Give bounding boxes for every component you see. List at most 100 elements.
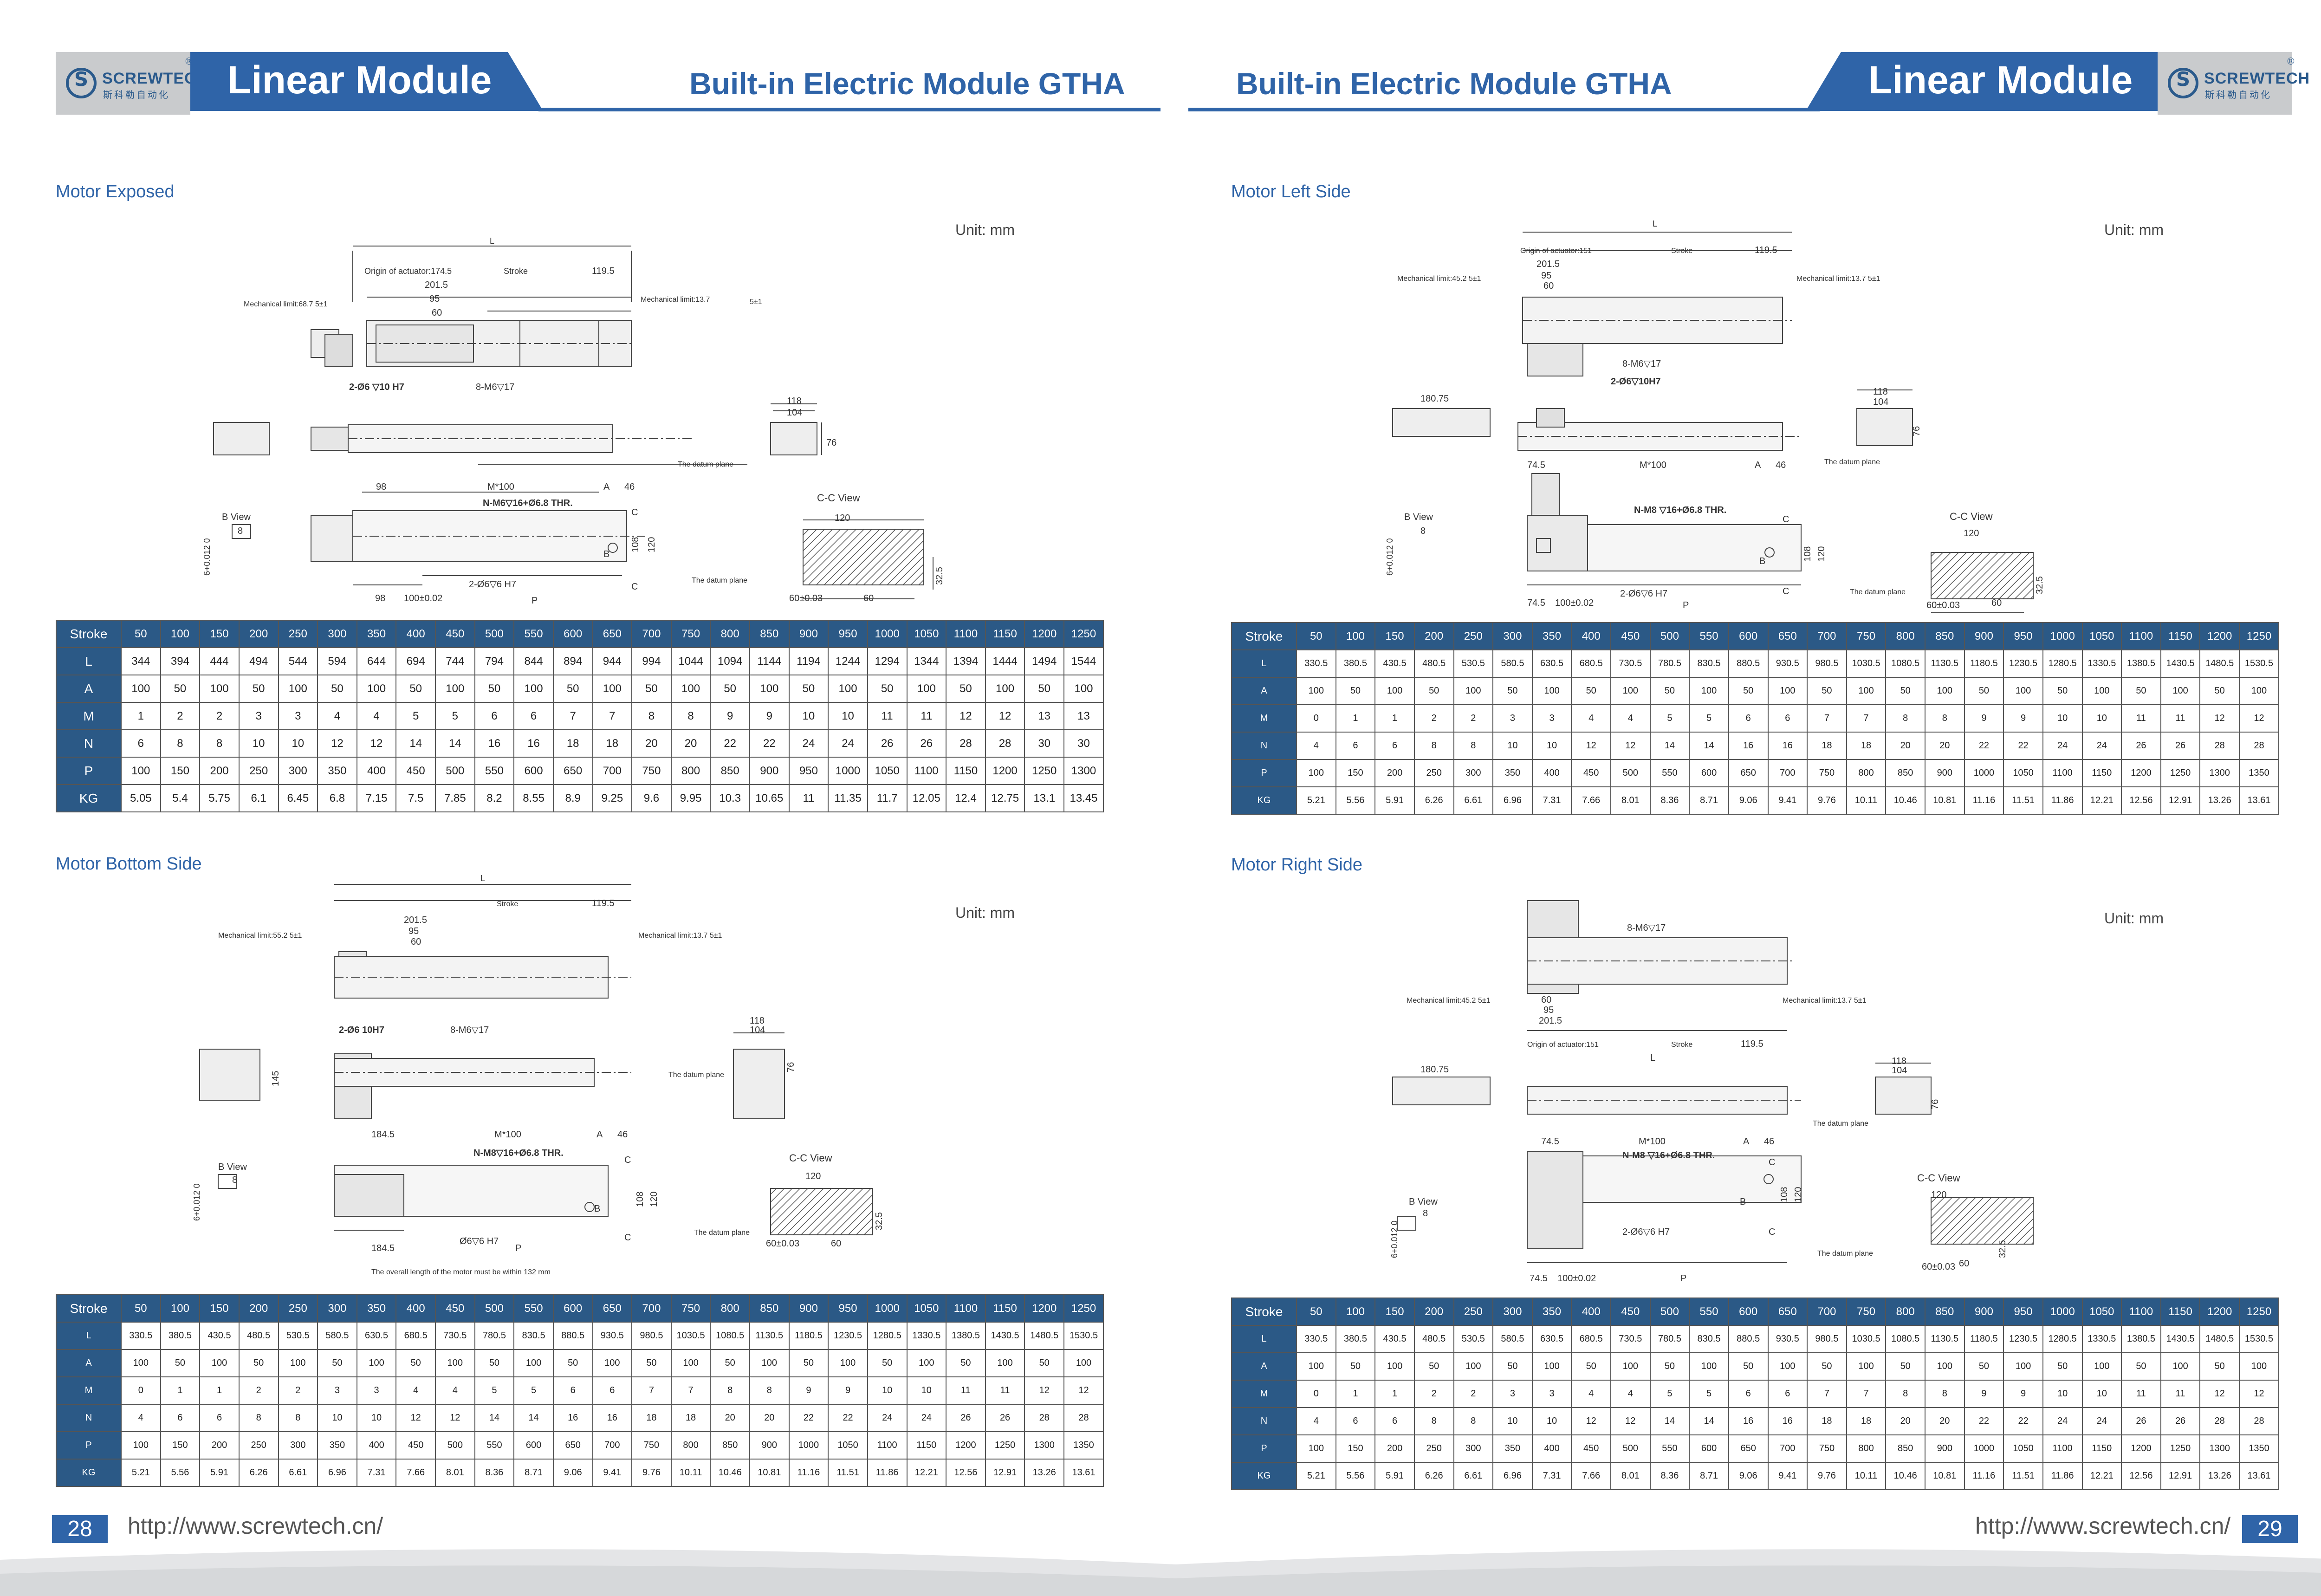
table-cell: 850 (749, 620, 790, 648)
svg-text:76: 76 (1930, 1099, 1940, 1109)
table-cell: 2 (1453, 704, 1494, 733)
website-link-right[interactable]: http://www.screwtech.cn/ (1975, 1513, 2231, 1539)
table-cell: 10 (2042, 1380, 2083, 1408)
table-cell: 7.15 (356, 784, 397, 812)
table-cell: 1000 (788, 1431, 829, 1460)
table-cell: 400 (1571, 622, 1611, 650)
svg-text:100±0.02: 100±0.02 (1555, 598, 1594, 608)
svg-text:8: 8 (1420, 526, 1426, 536)
svg-text:76: 76 (826, 438, 836, 448)
svg-text:118: 118 (750, 1016, 765, 1026)
table-cell: 8.71 (1689, 1462, 1729, 1490)
svg-text:P: P (515, 1243, 521, 1253)
table-cell: 1350 (1063, 1431, 1104, 1460)
page-number-right: 29 (2242, 1515, 2298, 1543)
table-cell: 880.5 (552, 1322, 593, 1350)
svg-text:The datum plane: The datum plane (1813, 1120, 1868, 1128)
table-cell: 900 (1964, 622, 2004, 650)
table-cell: 50 (788, 1349, 829, 1377)
unit-label: Unit: mm (955, 221, 1015, 238)
table-cell: 900 (749, 757, 790, 785)
svg-text:C-C View: C-C View (789, 1152, 832, 1164)
svg-text:Mechanical limit:45.2 5±1: Mechanical limit:45.2 5±1 (1407, 997, 1491, 1005)
svg-text:A: A (1755, 460, 1761, 470)
table-cell: 28 (1024, 1404, 1064, 1432)
table-cell: 26 (2160, 732, 2201, 760)
table-cell: 3 (356, 1376, 397, 1405)
table-cell: 50 (121, 620, 161, 648)
table-cell: 200 (238, 620, 279, 648)
table-cell: 3 (278, 702, 318, 730)
table-cell: 450 (1571, 1434, 1611, 1463)
table-cell: 1150 (985, 1294, 1025, 1323)
table-cell: 1150 (985, 620, 1025, 648)
table-cell: 1194 (788, 647, 829, 675)
table-cell: 11.16 (788, 1459, 829, 1487)
table-cell: 50 (1335, 677, 1376, 705)
table-cell: 50 (238, 1349, 279, 1377)
table-cell: 5.56 (1335, 786, 1376, 815)
table-cell: 1050 (2003, 1434, 2043, 1463)
table-cell: 880.5 (1728, 1325, 1769, 1353)
table-cell: 9.76 (631, 1459, 672, 1487)
svg-text:120: 120 (1964, 528, 1979, 538)
svg-text:95: 95 (429, 294, 440, 304)
table-cell: 480.5 (238, 1322, 279, 1350)
table-cell: 10.3 (710, 784, 750, 812)
table-cell: 1100 (946, 1294, 986, 1323)
svg-text:60±0.03: 60±0.03 (766, 1239, 799, 1249)
table-cell: 1280.5 (867, 1322, 908, 1350)
svg-text:C: C (624, 1155, 631, 1165)
table-cell: 50 (474, 1349, 515, 1377)
table-cell: 6 (1335, 732, 1376, 760)
table-cell: 10.46 (1885, 786, 1926, 815)
table-cell: 8.2 (474, 784, 515, 812)
table-cell: 530.5 (278, 1322, 318, 1350)
table-cell: 14 (1649, 1407, 1690, 1435)
table-cell: 6.61 (1453, 786, 1494, 815)
table-cell: 50 (867, 1349, 908, 1377)
table-cell: 11.16 (1964, 1462, 2004, 1490)
table-cell: 700 (1807, 622, 1847, 650)
table-cell: 1080.5 (1885, 649, 1926, 678)
table-cell: 650 (592, 1294, 633, 1323)
table-cell: 400 (356, 1431, 397, 1460)
table-cell: 100 (1846, 677, 1887, 705)
table-cell: 5.56 (1335, 1462, 1376, 1490)
table-cell: 750 (1807, 759, 1847, 787)
table-cell: 10.81 (1925, 1462, 1965, 1490)
website-link-left[interactable]: http://www.screwtech.cn/ (128, 1513, 383, 1539)
table-cell: 100 (985, 1349, 1025, 1377)
svg-text:Origin of actuator:174.5: Origin of actuator:174.5 (364, 266, 452, 276)
table-cell: 7 (1846, 704, 1887, 733)
table-cell: 6 (592, 1376, 633, 1405)
table-cell: 1300 (2199, 759, 2240, 787)
table-cell: 11 (906, 702, 947, 730)
table-cell: 50 (1296, 1298, 1336, 1326)
table-cell: 100 (435, 1349, 475, 1377)
table-cell: 8.71 (513, 1459, 554, 1487)
table-cell: 20 (670, 729, 711, 758)
table-cell: 100 (1531, 677, 1572, 705)
svg-text:74.5: 74.5 (1527, 460, 1545, 470)
table-cell: 1180.5 (788, 1322, 829, 1350)
row-label: P (56, 1431, 122, 1460)
table-cell: 900 (1925, 759, 1965, 787)
svg-text:180.75: 180.75 (1420, 1064, 1449, 1075)
table-cell: 450 (1610, 622, 1651, 650)
table-cell: 100 (592, 675, 633, 703)
right-subtitle: Built-in Electric Module GTHA (1236, 66, 1672, 101)
table-cell: 100 (1063, 1349, 1104, 1377)
footer-wave (0, 1549, 2321, 1596)
svg-text:95: 95 (1543, 1005, 1554, 1015)
table-cell: 580.5 (317, 1322, 357, 1350)
table-cell: 50 (317, 1349, 357, 1377)
table-cell: 100 (1767, 1352, 1808, 1381)
table-cell: 1100 (946, 620, 986, 648)
table-cell: 794 (474, 647, 515, 675)
table-cell: 13.1 (1024, 784, 1064, 812)
svg-text:120: 120 (1816, 546, 1827, 562)
